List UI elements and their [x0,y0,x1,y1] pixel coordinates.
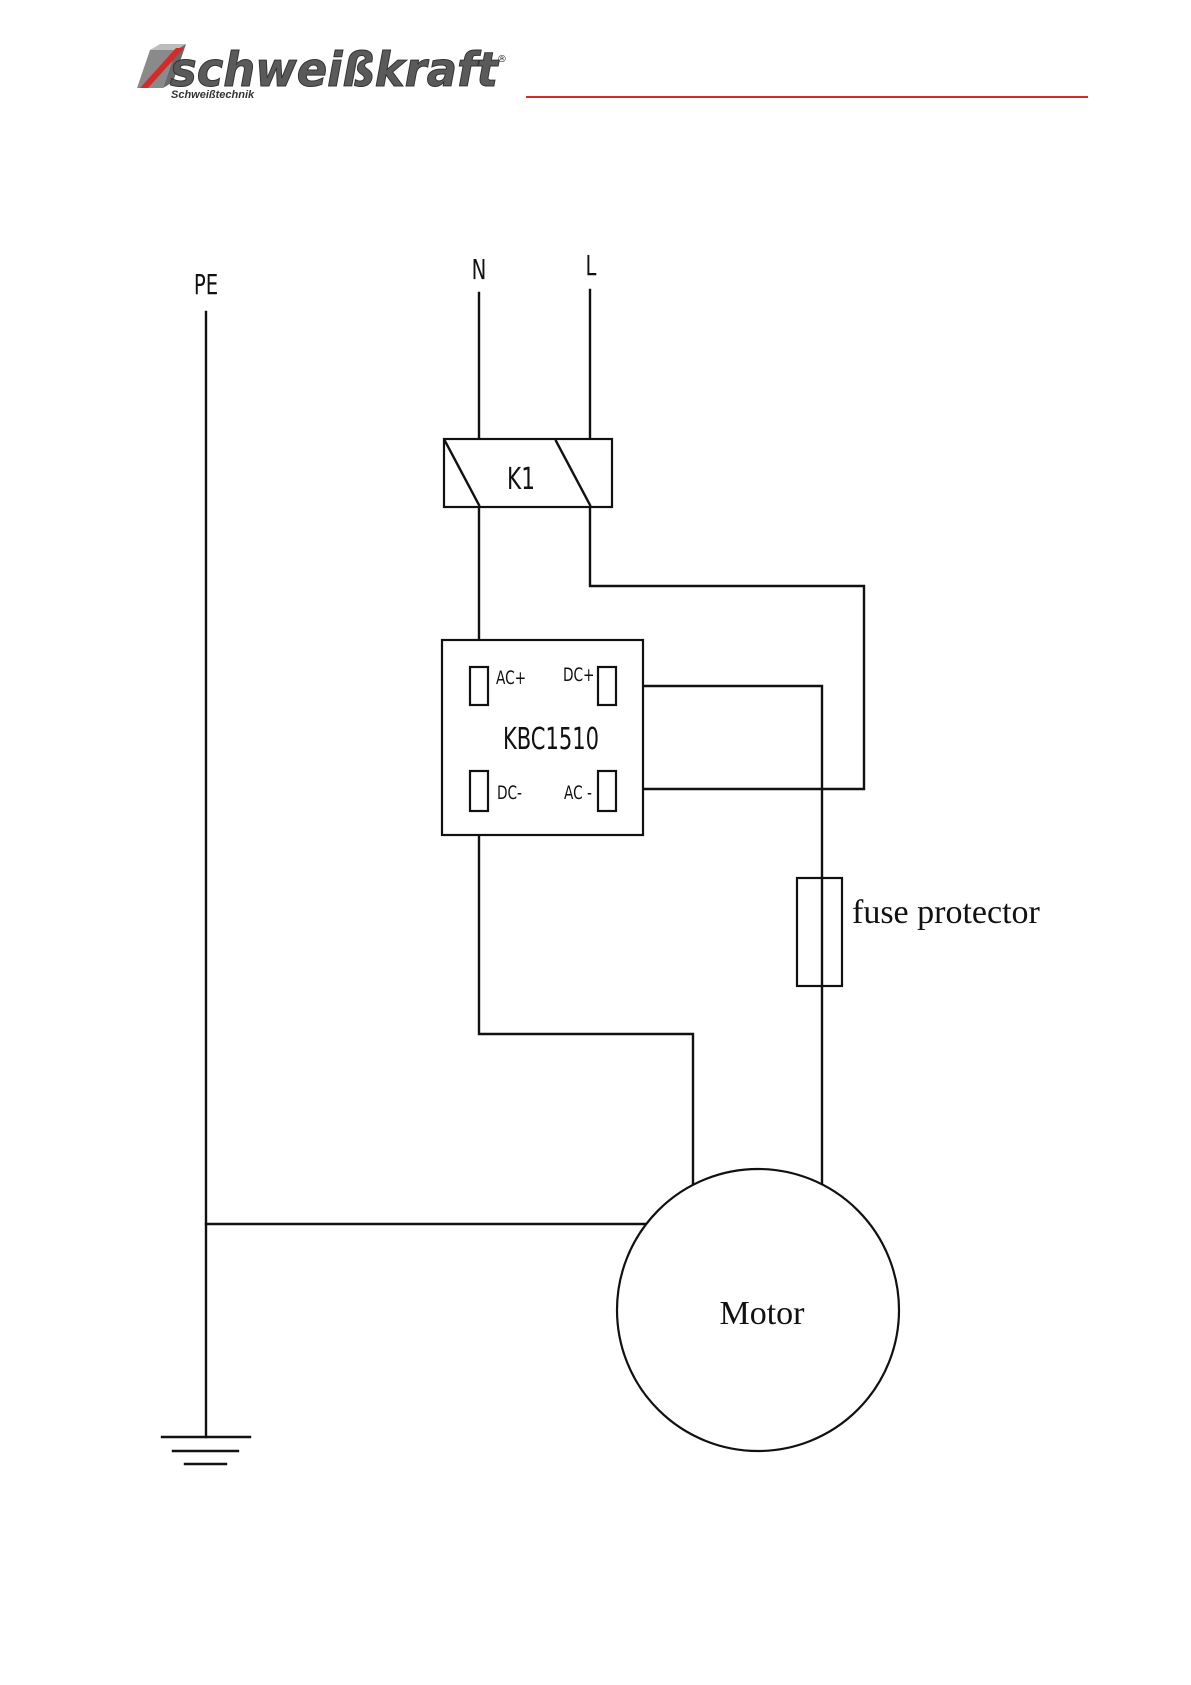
brand-logo: schweißkraft ® Schweißtechnik [137,43,507,101]
motor: Motor [617,1169,899,1451]
relay-k1-label: K1 [507,462,535,496]
terminal-dc-minus [470,771,488,811]
bridge-rectifier: AC+ DC+ DC- AC - KBC1510 [442,640,643,835]
dc-plus-label: DC+ [563,664,595,686]
terminal-ac-minus [598,771,616,811]
ground-icon [162,1437,250,1464]
brand-registered-mark: ® [497,54,507,65]
terminal-dc-plus [598,667,616,705]
rectifier-label: KBC1510 [503,722,599,757]
fuse-label: fuse protector [852,894,1041,931]
dc-minus-label: DC- [497,782,522,804]
dcplus-fuse-wire [618,686,822,878]
n-label: N [472,253,487,285]
l-label: L [586,249,597,281]
brand-subtitle: Schweißtechnik [171,89,255,101]
dcminus-motor-wire [479,811,693,1183]
ac-plus-label: AC+ [496,667,526,689]
motor-label: Motor [720,1295,806,1332]
relay-k1: K1 [444,439,612,507]
pe-label: PE [194,268,218,300]
ac-minus-label: AC - [564,782,592,804]
fuse [797,878,842,986]
terminal-ac-plus [470,667,488,705]
